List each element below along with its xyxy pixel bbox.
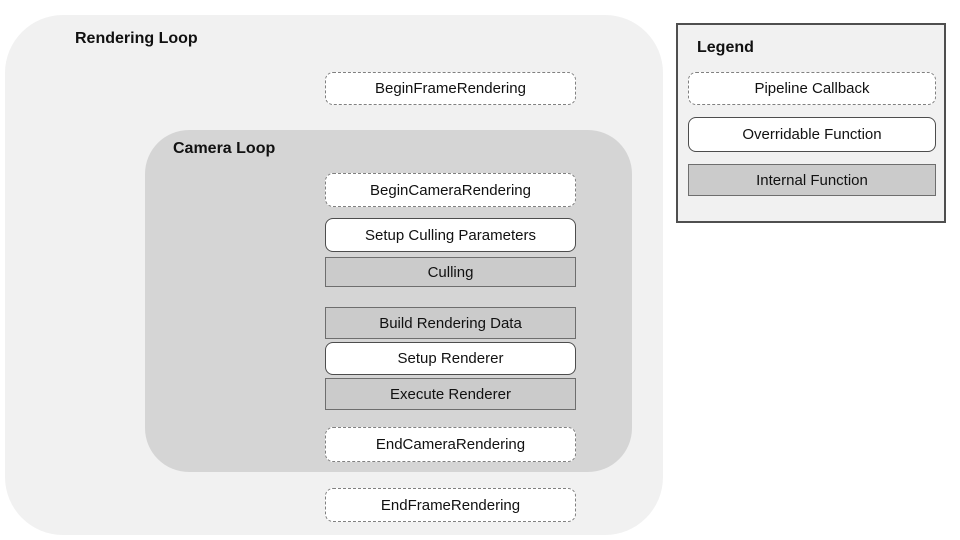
- legend-item-pipeline-callback: Pipeline Callback: [688, 72, 936, 105]
- node-culling: Culling: [325, 257, 576, 287]
- legend-title: Legend: [697, 39, 754, 56]
- legend-panel: Legend Pipeline Callback Overridable Fun…: [676, 23, 946, 223]
- rendering-loop-title: Rendering Loop: [75, 30, 198, 47]
- camera-loop-title: Camera Loop: [173, 140, 276, 157]
- node-end-frame-rendering: EndFrameRendering: [325, 488, 576, 522]
- node-build-rendering-data: Build Rendering Data: [325, 307, 576, 339]
- node-begin-camera-rendering: BeginCameraRendering: [325, 173, 576, 207]
- legend-item-internal-function: Internal Function: [688, 164, 936, 196]
- legend-item-overridable-function: Overridable Function: [688, 117, 936, 152]
- node-begin-frame-rendering: BeginFrameRendering: [325, 72, 576, 105]
- node-end-camera-rendering: EndCameraRendering: [325, 427, 576, 462]
- node-setup-culling-parameters: Setup Culling Parameters: [325, 218, 576, 252]
- node-setup-renderer: Setup Renderer: [325, 342, 576, 375]
- node-execute-renderer: Execute Renderer: [325, 378, 576, 410]
